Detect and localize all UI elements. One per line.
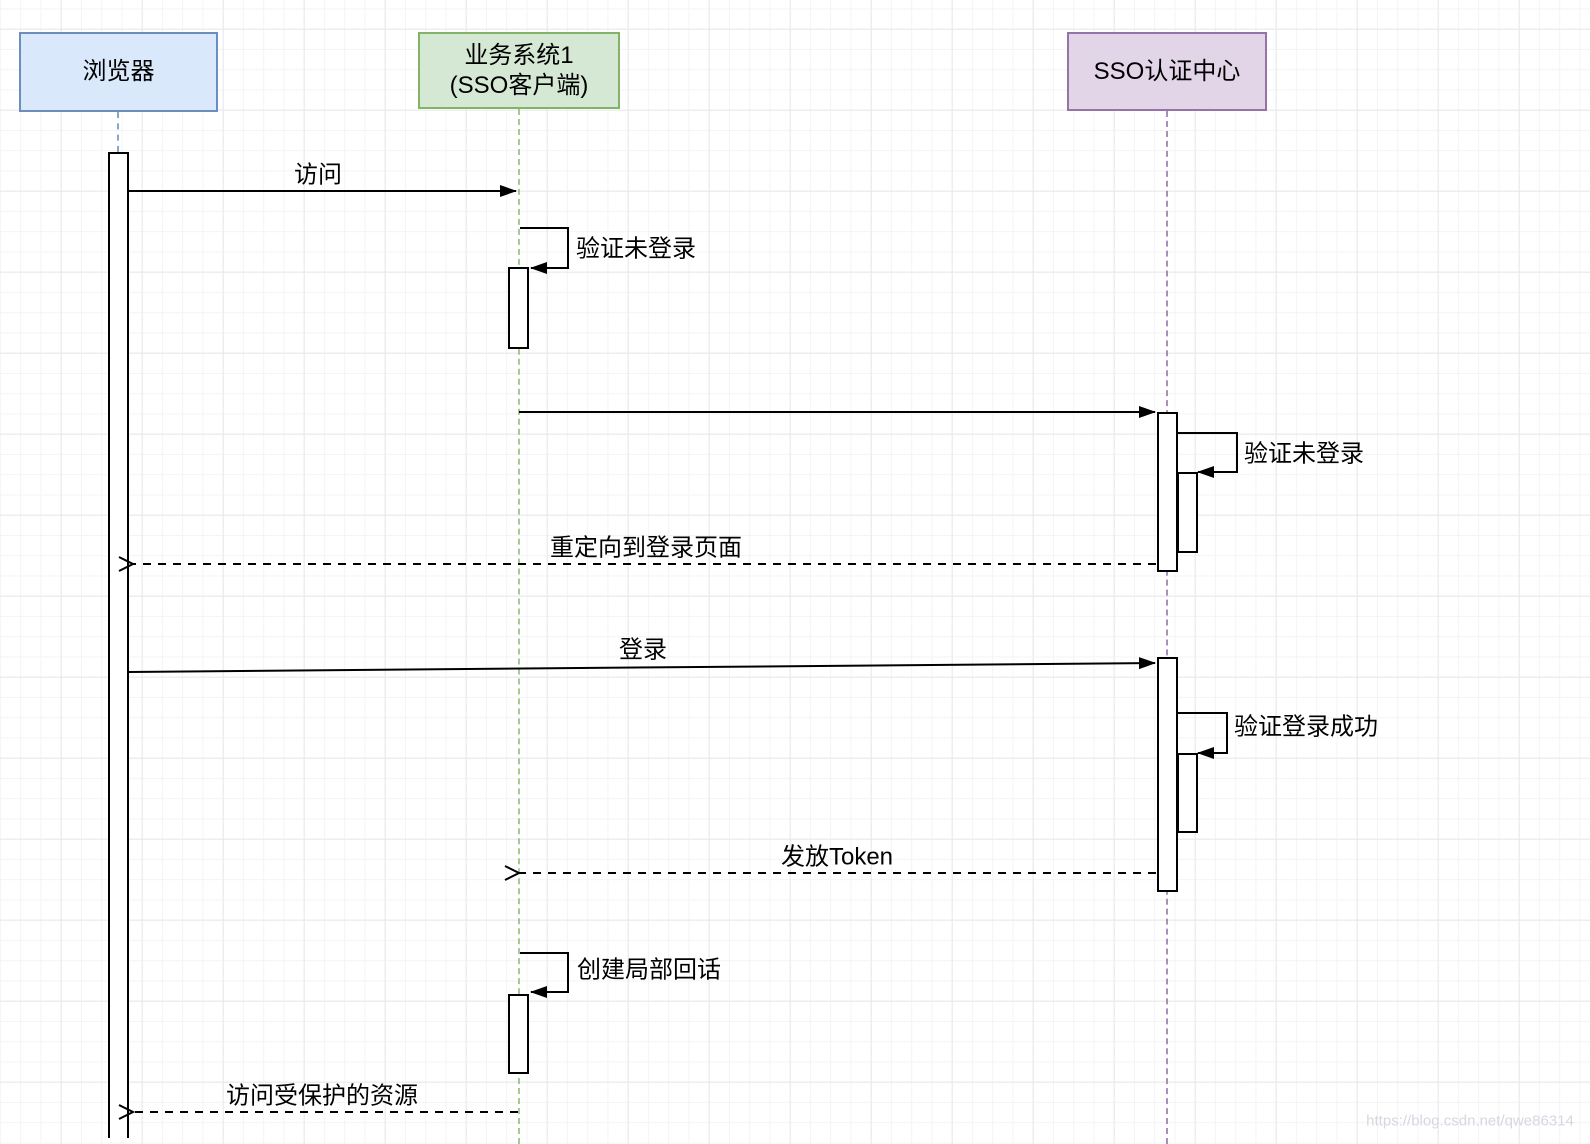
activation-bar-browser <box>108 152 129 1138</box>
arrow-self-verify-not-logged-in-sso <box>1178 432 1238 478</box>
lifeline-business-system-1 <box>518 109 520 1144</box>
message-label-verify-not-logged-in-sso: 验证未登录 <box>1244 440 1364 468</box>
arrow-self-verify-not-logged-in-sys <box>520 227 569 274</box>
actor-box-business-system-1: 业务系统1 (SSO客户端) <box>418 32 620 109</box>
message-label-visit: 访问 <box>294 161 342 189</box>
actor-label-browser: 浏览器 <box>82 58 155 85</box>
actor-label-business-system-1: 业务系统1 (SSO客户端) <box>449 41 589 99</box>
message-label-verify-not-logged-in-sys: 验证未登录 <box>576 235 696 263</box>
activation-bar-business-system-1-first <box>508 267 529 349</box>
watermark: https://blog.csdn.net/qwe86314 <box>1366 1112 1574 1130</box>
message-label-issue-token: 发放Token <box>780 843 894 871</box>
actor-box-browser: 浏览器 <box>19 32 218 112</box>
lifeline-browser <box>117 112 119 152</box>
actor-label-sso-auth-center: SSO认证中心 <box>1093 57 1241 85</box>
activation-bar-sso-second-nested <box>1177 753 1198 833</box>
actor-box-sso-auth-center: SSO认证中心 <box>1067 32 1267 111</box>
activation-bar-business-system-1-second <box>508 994 529 1074</box>
message-label-verify-login-success: 验证登录成功 <box>1234 713 1378 741</box>
arrow-login <box>128 657 1156 673</box>
lifeline-sso-auth-center <box>1166 111 1168 1144</box>
activation-bar-sso-first-nested <box>1177 472 1198 553</box>
message-label-access-protected-resource: 访问受保护的资源 <box>226 1082 418 1110</box>
arrow-self-verify-login-success <box>1178 712 1228 759</box>
message-label-create-local-session: 创建局部回话 <box>577 956 721 984</box>
message-label-redirect-to-login: 重定向到登录页面 <box>550 534 742 562</box>
message-label-login: 登录 <box>619 636 667 664</box>
arrow-self-create-local-session <box>520 952 569 998</box>
